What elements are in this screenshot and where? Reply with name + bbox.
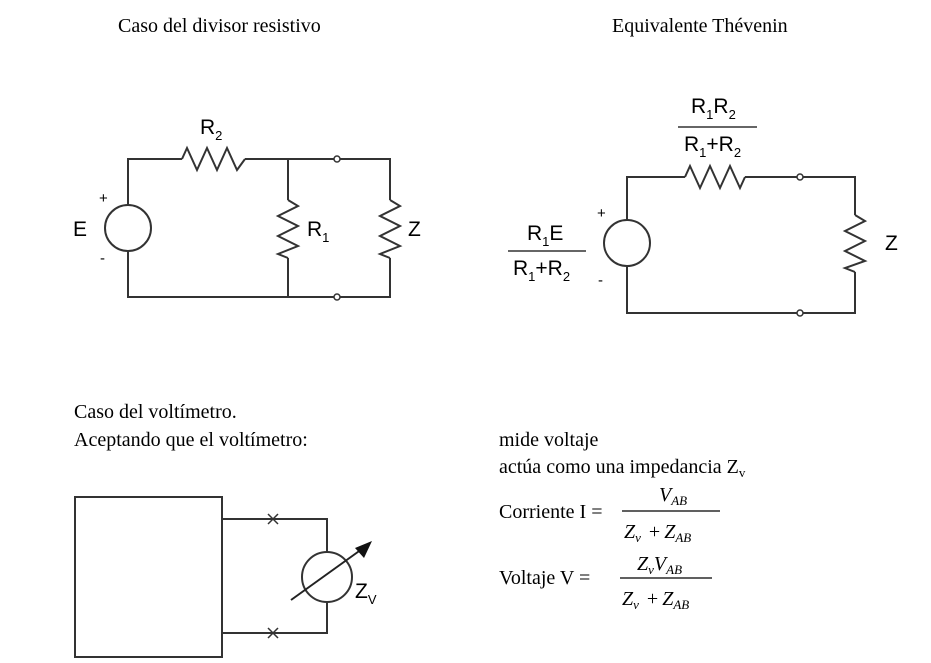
resistor-r2 xyxy=(181,145,246,173)
voltage-label: Voltaje V = xyxy=(499,567,590,589)
z-label: Z xyxy=(885,232,898,255)
terminal-a xyxy=(333,155,341,163)
z-label: Z xyxy=(408,218,421,241)
wires xyxy=(222,518,328,634)
impedance-z xyxy=(377,199,403,259)
voltage-numerator: ZνVAB xyxy=(637,553,682,577)
terminal-b xyxy=(333,293,341,301)
current-formula: Corriente I = VAB Zν+ZAB xyxy=(499,484,720,545)
impedance-z xyxy=(842,214,868,273)
resistor-r1 xyxy=(275,199,301,259)
divider-circuit: R2 E + - R1 Z xyxy=(73,116,421,301)
arrow-head-icon xyxy=(355,541,372,558)
voltage-denominator: Zν+ZAB xyxy=(622,588,689,612)
minus-label: - xyxy=(598,272,603,289)
voltmeter-circuit: ZV xyxy=(74,496,377,658)
wires xyxy=(127,158,391,298)
terminal-b xyxy=(796,309,804,317)
title-right: Equivalente Thévenin xyxy=(612,15,788,37)
r1-label: R1 xyxy=(307,218,329,245)
plus-label: + xyxy=(597,205,606,222)
voltmeter xyxy=(301,551,353,603)
voltage-source xyxy=(603,219,651,267)
eth-numerator: R1E xyxy=(527,222,563,249)
network-box xyxy=(74,496,223,658)
wires xyxy=(626,176,856,314)
rth-numerator: R1R2 xyxy=(691,95,736,122)
cross-marks xyxy=(267,513,279,639)
voltmeter-assumption: Aceptando que el voltímetro: xyxy=(74,429,308,451)
title-left: Caso del divisor resistivo xyxy=(118,15,321,37)
point-impedance: actúa como una impedancia Zv xyxy=(499,456,746,480)
r2-label: R2 xyxy=(200,116,222,143)
resistor-rth xyxy=(684,163,746,191)
terminal-a xyxy=(796,173,804,181)
arrow-line xyxy=(290,548,363,601)
voltmeter-heading: Caso del voltímetro. xyxy=(74,401,237,423)
plus-label: + xyxy=(99,190,108,207)
voltage-source xyxy=(104,204,152,252)
eth-denominator: R1+R2 xyxy=(513,257,570,284)
rth-denominator: R1+R2 xyxy=(684,133,741,160)
zv-label: ZV xyxy=(355,580,377,607)
minus-label: - xyxy=(100,250,105,267)
current-denominator: Zν+ZAB xyxy=(624,521,691,545)
thevenin-circuit: R1R2 R1+R2 R1E R1+R2 + - Z xyxy=(508,95,898,317)
current-label: Corriente I = xyxy=(499,501,602,523)
point-measures-voltage: mide voltaje xyxy=(499,429,599,451)
e-label: E xyxy=(73,218,87,241)
voltage-formula: Voltaje V = ZνVAB Zν+ZAB xyxy=(499,553,712,612)
current-numerator: VAB xyxy=(659,484,687,508)
